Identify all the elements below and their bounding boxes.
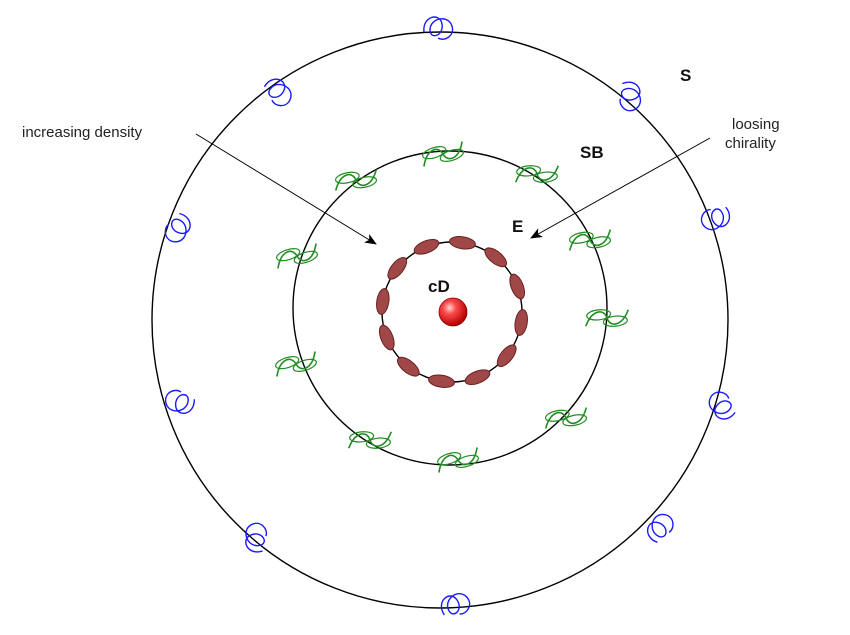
inner-ellipse-icon xyxy=(509,273,526,300)
label-e: E xyxy=(512,217,523,236)
middle-helix-icon xyxy=(422,141,464,167)
middle-helix-icon xyxy=(347,431,393,449)
inner-ellipse-icon xyxy=(484,247,508,268)
middle-helix-icon xyxy=(584,309,630,327)
middle-helix-icon xyxy=(437,447,479,473)
middle-helix-icon xyxy=(276,243,318,269)
loosing-chirality-arrow xyxy=(530,137,711,239)
outer-loop-icon xyxy=(440,593,471,616)
outer-loop-icon xyxy=(647,513,674,543)
outer-loop-icon xyxy=(619,81,641,112)
outer-loop-icon xyxy=(423,16,454,40)
outer-loop-icon xyxy=(245,522,268,553)
label-chirality: chirality xyxy=(725,135,776,152)
outer-loop-icon xyxy=(164,212,191,243)
label-increasing-density: increasing density xyxy=(22,124,143,141)
outer-loop-icon xyxy=(708,391,736,420)
outer-loop-group xyxy=(164,16,736,616)
inner-ellipse-icon xyxy=(387,256,408,280)
middle-helix-icon xyxy=(334,169,378,191)
inner-ellipse-icon xyxy=(464,369,491,386)
outer-loop-icon xyxy=(700,206,731,231)
inner-ellipse-icon xyxy=(378,324,395,351)
outer-loop-icon xyxy=(263,78,292,107)
outer-loop-icon xyxy=(164,389,195,414)
label-s: S xyxy=(680,66,691,85)
inner-ellipse-icon xyxy=(376,288,390,315)
inner-ellipse-icon xyxy=(514,309,528,336)
label-sb: SB xyxy=(580,143,604,162)
inner-ellipse-icon xyxy=(396,356,420,377)
middle-helix-icon xyxy=(568,229,612,251)
middle-helix-group xyxy=(275,141,630,473)
outer-ring xyxy=(151,31,729,609)
increasing-density-arrow xyxy=(195,133,377,245)
inner-ellipse-icon xyxy=(413,238,440,255)
inner-ellipse-icon xyxy=(496,344,517,368)
middle-helix-icon xyxy=(514,165,560,183)
inner-ellipse-icon xyxy=(449,236,476,250)
middle-helix-icon xyxy=(275,351,317,377)
inner-ellipse-icon xyxy=(428,374,455,388)
label-cd: cD xyxy=(428,277,450,296)
middle-helix-icon xyxy=(544,407,588,429)
inner-ellipse-group xyxy=(376,236,528,388)
label-loosing: loosing xyxy=(732,116,780,133)
core-sphere-icon xyxy=(438,297,468,327)
